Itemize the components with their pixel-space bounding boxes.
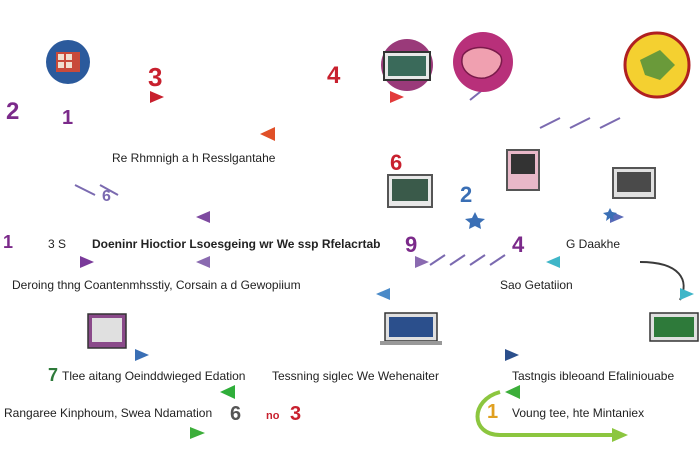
step-number-3-row7: 3 [290, 403, 302, 425]
desktop-icon [612, 167, 656, 199]
step-number-9-row3: 9 [405, 232, 418, 257]
map-icon [623, 31, 691, 99]
row7-right-label: Voung tee, hte Mintaniex [512, 406, 645, 420]
row6-left-label: Tlee aitang Oeinddwieged Edation [62, 369, 246, 383]
row3-left-label: Doeninr Hioctior Lsoesgeing wr We ssp Rf… [92, 237, 381, 251]
flow-line-row1 [0, 91, 660, 103]
row3-right-label: G Daakhe [566, 237, 621, 251]
flow-line-row8 [0, 390, 628, 442]
step-number-no-row7: no [266, 410, 280, 422]
flow-line-row3 [0, 211, 650, 223]
row6-right-label: Tastngis ibleoand Efaliniouabe [512, 369, 675, 383]
row4-left-label: Deroing thng Coantenmhsstiy, Corsain a d… [12, 278, 301, 292]
flow-line-row5 [0, 288, 694, 300]
laptop-row6-icon [380, 312, 442, 345]
step-number-4-row3: 4 [512, 232, 525, 257]
flow-line-row4 [0, 256, 685, 301]
step-number-2-left: 2 [6, 98, 20, 125]
step-number-1-row3: 1 [3, 232, 14, 252]
laptop-right-icon [649, 312, 699, 342]
step-number-6-mid: 6 [390, 150, 403, 175]
tablet-icon [506, 149, 540, 191]
decor-stars [465, 208, 617, 229]
step-number-2-mid: 2 [460, 182, 473, 207]
tablet-small-icon [87, 313, 127, 349]
flow-line-row6 [0, 349, 690, 361]
step-number-7-row6: 7 [48, 365, 59, 385]
row6-mid-label: Tessning siglec We Wehenaiter [272, 369, 439, 383]
flow-line-row2 [0, 127, 650, 141]
row7-left-label: Rangaree Kinphoum, Swea Ndamation [4, 406, 213, 420]
step-number-3-top: 3 [148, 62, 163, 92]
step-number-6-small: 6 [102, 188, 111, 205]
step-number-1-left: 1 [62, 107, 74, 129]
step-number-4-top: 4 [327, 62, 341, 89]
globe-computer-icon [46, 40, 90, 84]
row4-right-label: Sao Getatiion [500, 278, 573, 292]
row3-mid-label: 3 S [48, 237, 67, 251]
step-number-6-row7: 6 [230, 403, 242, 425]
laptop-icon [381, 39, 433, 91]
monitor-icon [387, 174, 433, 208]
flow-line-row7 [0, 385, 690, 399]
row1-caption: Re Rhmnigh a h Resslgantahe [112, 151, 276, 165]
brain-icon [453, 32, 513, 92]
step-number-1-row7: 1 [487, 401, 499, 423]
